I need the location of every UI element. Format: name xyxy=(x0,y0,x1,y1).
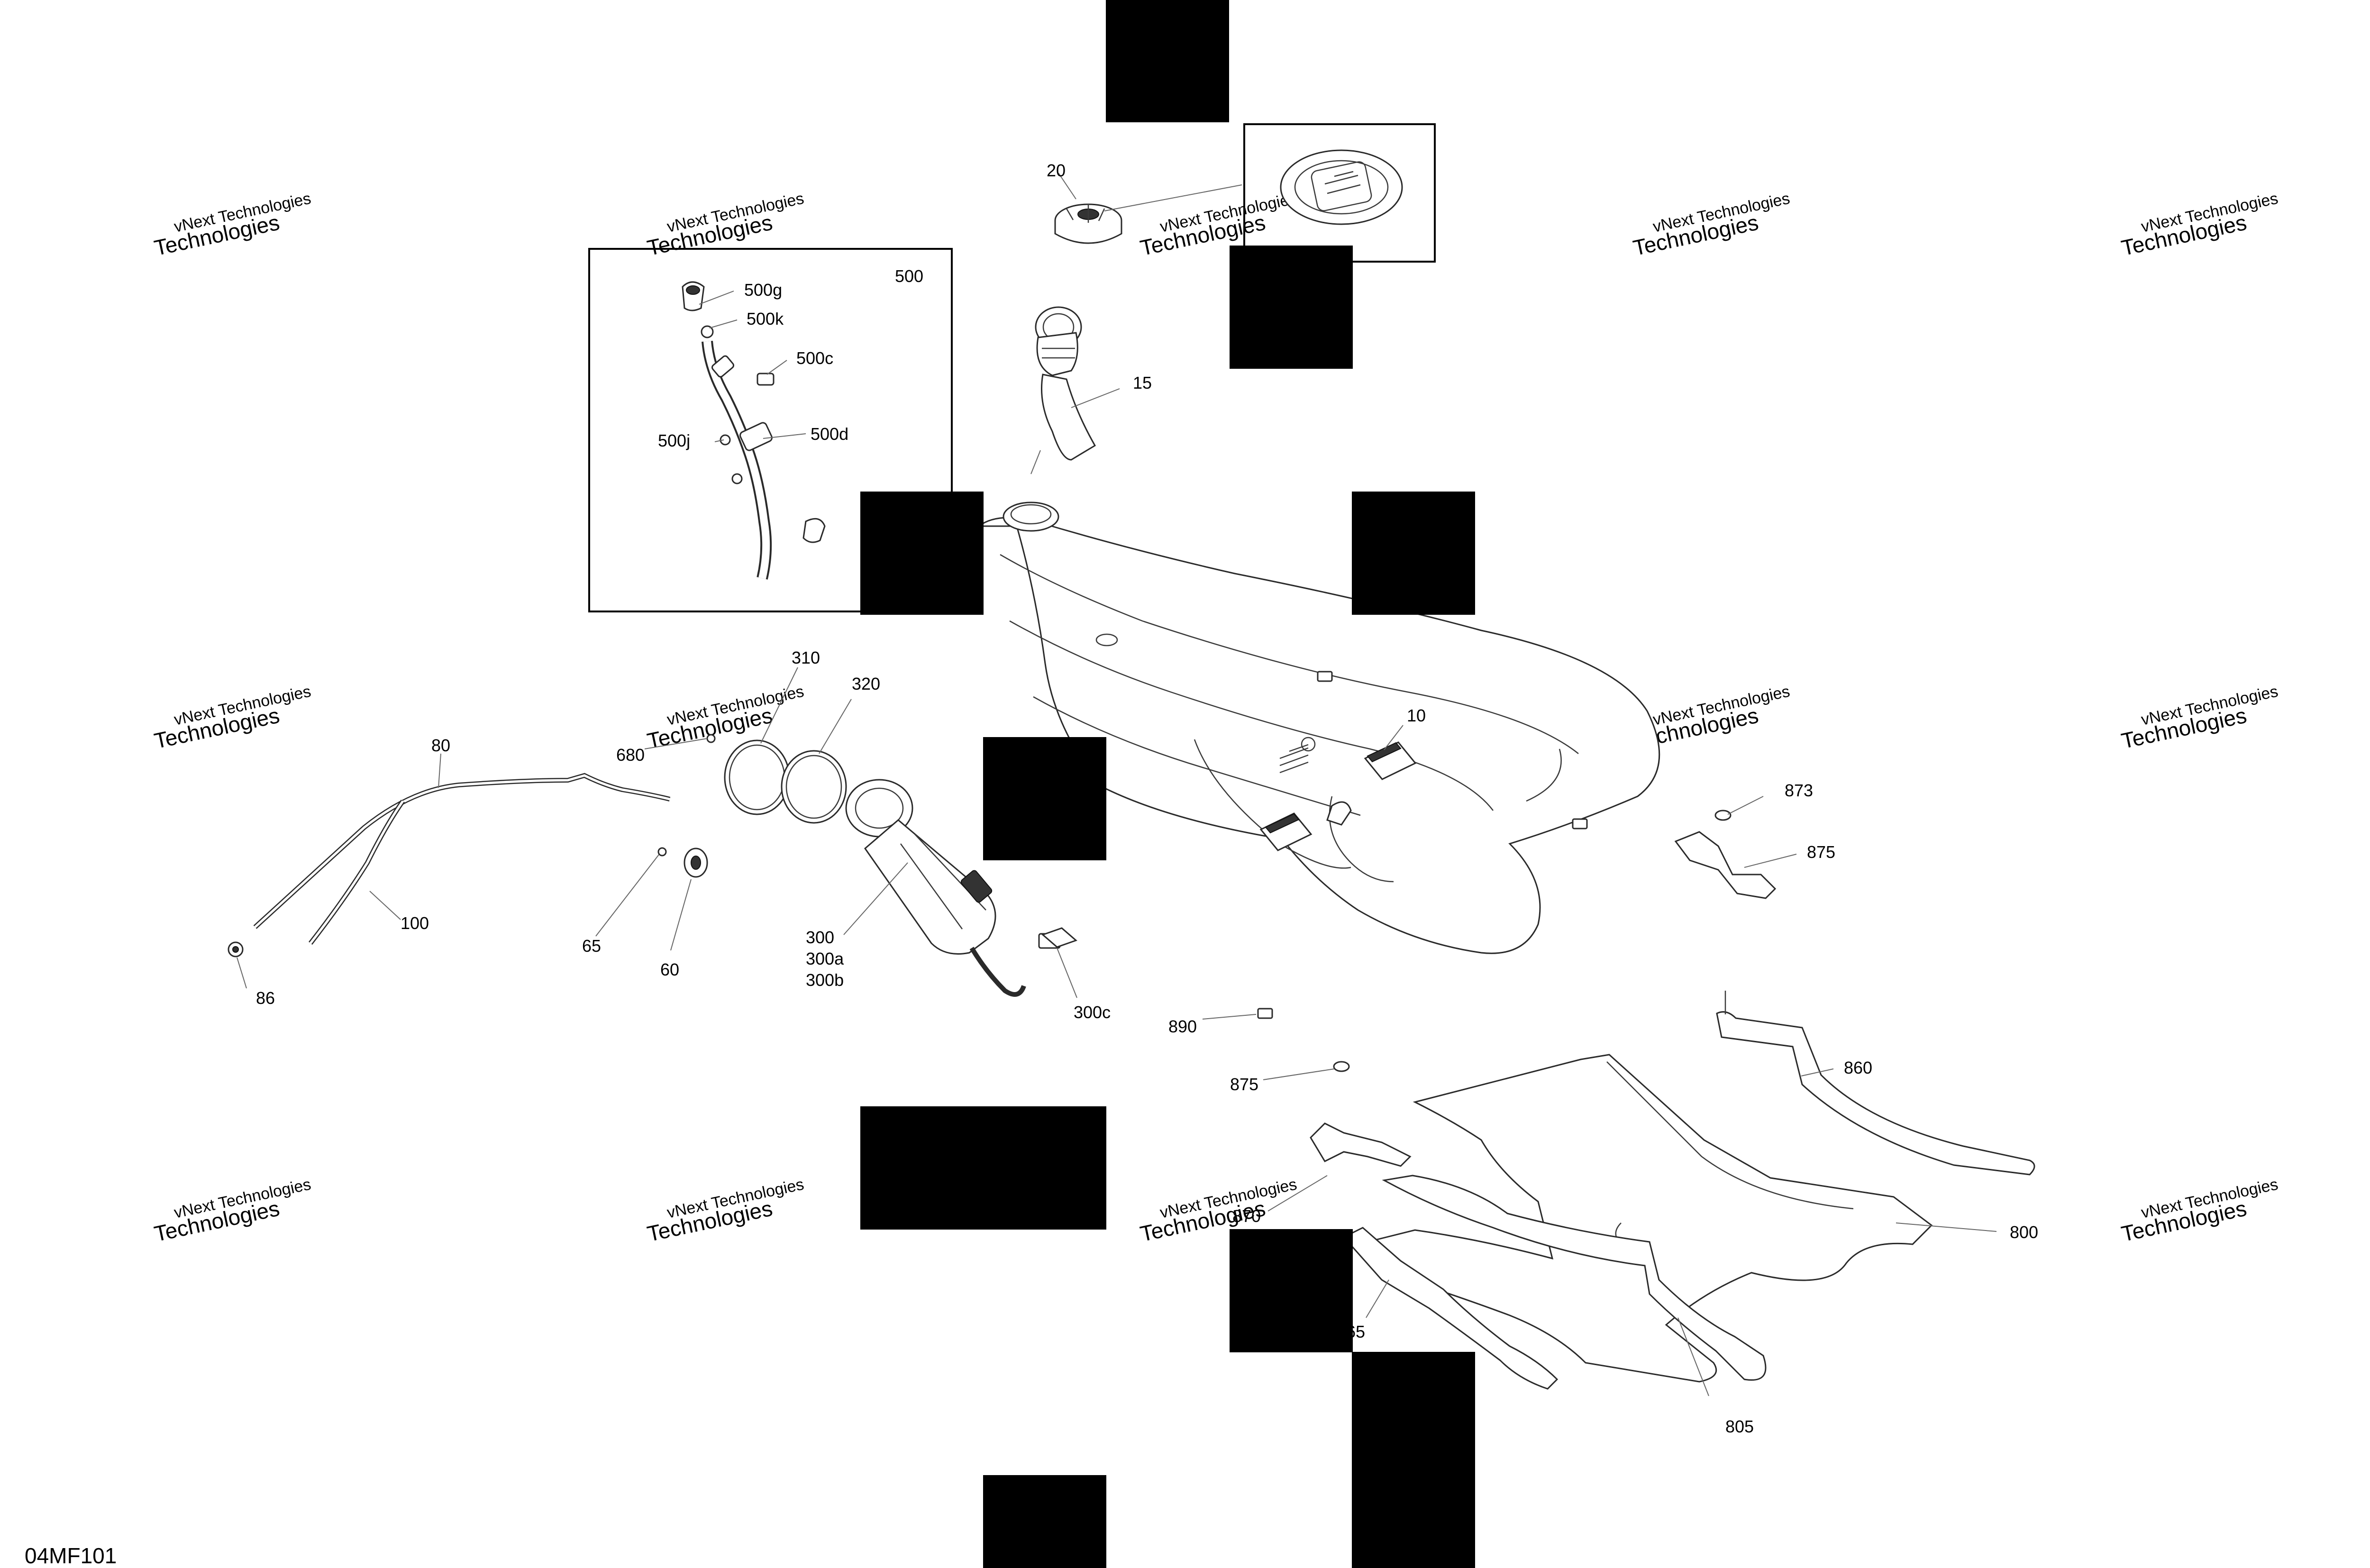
callout-860: 860 xyxy=(1844,1058,1872,1077)
part-callouts: 20 500 500g 500k 500c 500d 500j 15 310 3… xyxy=(256,161,2038,1436)
callout-300c: 300c xyxy=(1074,1003,1111,1022)
callout-310: 310 xyxy=(792,648,820,667)
callout-500: 500 xyxy=(895,266,923,286)
diagram-code: 04MF101 xyxy=(25,1543,117,1568)
callout-890: 890 xyxy=(1168,1017,1197,1036)
tank-strap-front xyxy=(1342,1175,1767,1390)
callout-500g: 500g xyxy=(744,280,782,300)
fuel-tank xyxy=(976,501,1660,954)
callout-873: 873 xyxy=(1785,781,1813,800)
callout-60: 60 xyxy=(660,960,679,979)
redaction-block xyxy=(860,492,984,615)
callout-86: 86 xyxy=(256,988,275,1008)
callout-80: 80 xyxy=(431,736,450,755)
filler-neck xyxy=(1035,306,1096,461)
redaction-block xyxy=(1352,492,1475,615)
redaction-block xyxy=(1230,246,1353,369)
check-valve-fitting xyxy=(657,734,716,878)
redaction-block xyxy=(983,737,1106,860)
callout-500c: 500c xyxy=(796,348,833,368)
callout-65-left: 65 xyxy=(582,936,601,956)
callout-300a: 300a xyxy=(806,949,844,968)
fuel-cap-top-view xyxy=(1280,149,1403,225)
redaction-block xyxy=(860,1106,1106,1230)
fuel-vent-kit-inset-frame xyxy=(588,248,953,612)
redaction-block xyxy=(983,1475,1106,1568)
fuel-pump-module xyxy=(845,779,1077,997)
tank-brackets xyxy=(1310,810,1777,1167)
callout-800: 800 xyxy=(2010,1222,2038,1242)
redaction-block xyxy=(1352,1352,1475,1568)
callout-15: 15 xyxy=(1133,373,1152,392)
skid-plate xyxy=(1356,1054,1933,1383)
pump-seal-rings xyxy=(724,739,847,824)
callout-500d: 500d xyxy=(811,424,848,444)
callout-875-upper: 875 xyxy=(1807,842,1835,862)
fuel-cap xyxy=(1054,203,1122,244)
callout-500k: 500k xyxy=(747,309,784,328)
redaction-blocks xyxy=(860,0,1475,1568)
callout-875-lower: 875 xyxy=(1230,1075,1258,1094)
tank-strap-rear xyxy=(1716,991,2035,1176)
redaction-block xyxy=(1230,1229,1353,1352)
fuel-lines xyxy=(228,773,671,957)
callout-500j: 500j xyxy=(658,431,690,450)
vent-hose-assembly xyxy=(682,281,826,580)
callout-300b: 300b xyxy=(806,970,844,990)
callout-20: 20 xyxy=(1047,161,1066,180)
callout-680: 680 xyxy=(616,745,645,765)
callout-320: 320 xyxy=(852,674,880,693)
callout-805: 805 xyxy=(1725,1417,1754,1436)
callout-300: 300 xyxy=(806,928,834,947)
redaction-block xyxy=(1106,0,1229,122)
callout-100: 100 xyxy=(401,913,429,933)
callout-10: 10 xyxy=(1407,706,1426,725)
leader-lines xyxy=(237,173,1997,1396)
callout-870: 870 xyxy=(1232,1206,1261,1226)
